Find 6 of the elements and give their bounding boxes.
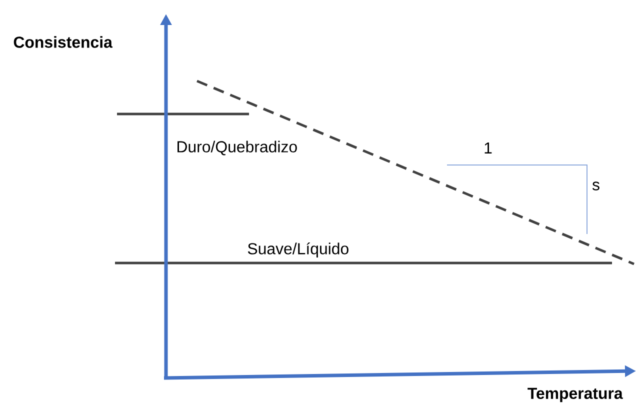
- region-label: Duro/Quebradizo: [178, 140, 297, 156]
- axis-label: Temperatura: [528, 388, 623, 402]
- axis-label: Consistencia: [14, 36, 113, 48]
- slope-label: s: [592, 182, 600, 190]
- slope-label: 1: [484, 142, 492, 154]
- region-label: Suave/Líquido: [248, 242, 348, 258]
